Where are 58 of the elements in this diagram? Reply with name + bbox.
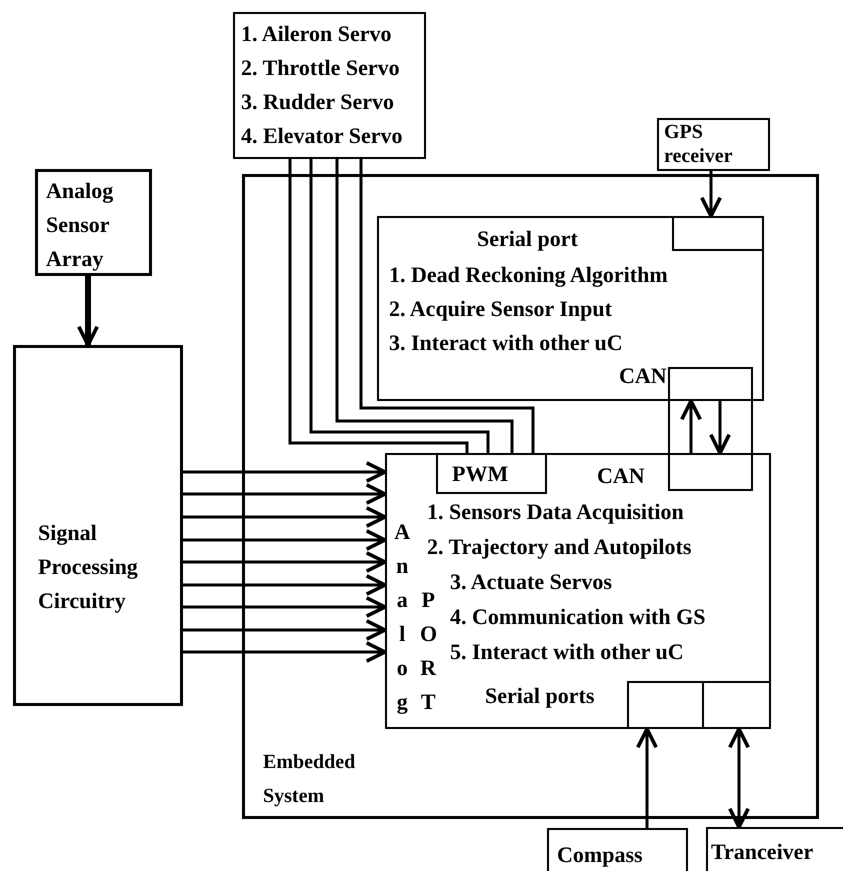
node-label: GPS receiver (664, 120, 734, 168)
arrow (183, 574, 387, 596)
arrow (183, 596, 387, 618)
process-box (35, 169, 152, 276)
list-item: 4. Elevator Servo (241, 122, 403, 150)
list-item: Serial ports (485, 682, 594, 710)
port-box (436, 453, 547, 494)
list-item: 2. Acquire Sensor Input (389, 295, 612, 323)
arrow (77, 276, 99, 347)
process-box (13, 345, 183, 706)
list-item: 5. Interact with other uC (450, 638, 684, 666)
list-item: 1. Sensors Data Acquisition (427, 498, 684, 526)
node-label: Serial port (477, 225, 578, 253)
port-box (672, 216, 764, 251)
process-box (657, 118, 770, 171)
node-label: Signal Processing Circuitry (38, 519, 139, 615)
connector-line (336, 159, 514, 453)
list-item: 1. Dead Reckoning Algorithm (389, 261, 668, 289)
servo-list-box (233, 12, 426, 159)
node-label: Compass (557, 841, 643, 869)
list-item: 1. Aileron Servo (241, 20, 392, 48)
container-box (242, 174, 819, 819)
list-item: 3. Actuate Servos (450, 568, 612, 596)
port-box (627, 681, 704, 729)
arrow (183, 641, 387, 663)
list-item: 3. Rudder Servo (241, 88, 394, 116)
arrow (680, 399, 702, 453)
arrow (183, 461, 387, 483)
node-label: Tranceiver (711, 838, 814, 866)
arrow (183, 551, 387, 573)
node-label: PWM (452, 460, 508, 488)
port-label: Analog (394, 518, 410, 716)
arrow (183, 483, 387, 505)
list-item: 2. Trajectory and Autopilots (427, 533, 692, 561)
arrow (183, 506, 387, 528)
microcontroller-box (377, 216, 764, 401)
port-box (668, 367, 753, 401)
list-item: 2. Throttle Servo (241, 54, 400, 82)
arrow (728, 727, 750, 829)
node-label: Analog Sensor Array (46, 177, 114, 273)
connector-line (360, 159, 534, 453)
port-label: PORT (420, 586, 436, 716)
node-label: CAN (597, 462, 645, 490)
port-box (668, 453, 753, 491)
list-item: 4. Communication with GS (450, 603, 706, 631)
arrow (636, 727, 658, 828)
arrow (700, 171, 722, 218)
arrow (709, 401, 731, 455)
node-label: Embedded System (263, 750, 356, 809)
connector-line (310, 159, 490, 453)
process-box (547, 828, 688, 871)
arrow (183, 529, 387, 551)
arrow (183, 619, 387, 641)
process-box (706, 827, 843, 871)
list-item: 3. Interact with other uC (389, 329, 623, 357)
microcontroller-box (385, 453, 771, 729)
list-item: CAN (619, 362, 667, 390)
connector-line (288, 159, 468, 453)
